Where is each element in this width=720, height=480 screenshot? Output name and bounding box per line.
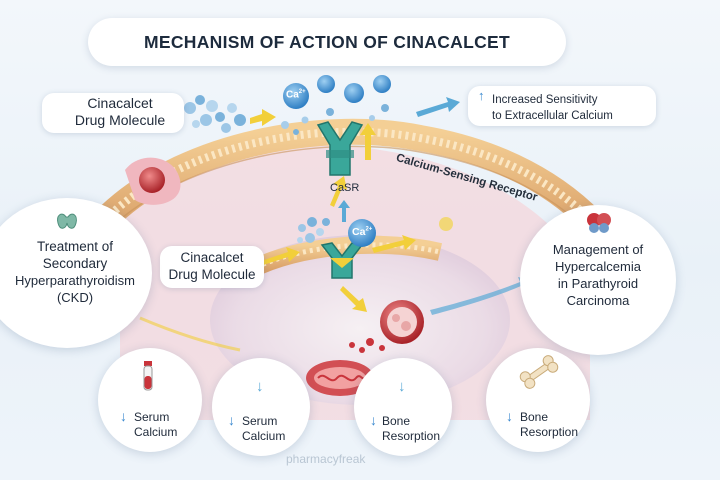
effect-3-label: Bone Resorption xyxy=(382,414,452,444)
effect-2-label: Serum Calcium xyxy=(242,414,302,444)
ca-ion-label-mid: Ca2+ xyxy=(352,226,372,238)
ca-symbol-mid: Ca xyxy=(352,226,366,238)
effect-2-line2: Calcium xyxy=(242,429,286,443)
down-arrow-icon: ↓ xyxy=(370,412,377,428)
management-line1: Management of xyxy=(552,242,644,257)
ca-symbol: Ca xyxy=(286,89,299,101)
activation-arrows xyxy=(250,109,416,312)
effect-2-line1: Serum xyxy=(242,414,278,428)
down-arrow-icon: ↓ xyxy=(256,378,264,395)
down-arrow-icon: ↓ xyxy=(120,408,127,424)
sensitivity-label: Increased Sensitivity to Extracellular C… xyxy=(492,92,658,124)
red-cell-left-icon xyxy=(125,157,181,205)
effect-4-line1: Bone xyxy=(520,410,549,424)
drug-molecule-top-label: Cinacalcet Drug Molecule xyxy=(52,95,188,129)
drug-molecule-top-line1: Cinacalcet xyxy=(87,95,153,111)
management-line3: in Parathyroid xyxy=(557,276,639,291)
effect-3-line2: Resorption xyxy=(382,429,441,443)
drug-molecule-mid-callout xyxy=(160,246,264,288)
casr-label: CaSR xyxy=(330,182,360,194)
management-line4: Carcinoma xyxy=(566,293,630,308)
bone-icon xyxy=(516,354,562,395)
down-arrow-icon: ↓ xyxy=(398,378,406,395)
watermark: pharmacyfreak xyxy=(286,452,366,466)
parathyroid-gland-icon xyxy=(584,210,614,236)
drug-molecule-mid-label: Cinacalcet Drug Molecule xyxy=(160,249,264,283)
effect-4-line2: Resorption xyxy=(520,425,579,439)
ca-charge: 2+ xyxy=(298,89,306,95)
sensitivity-line1: Increased Sensitivity xyxy=(492,94,598,106)
effect-4-label: Bone Resorption xyxy=(520,410,590,440)
parathyroid-vesicle-icon xyxy=(349,300,424,353)
treatment-arrow xyxy=(139,316,241,352)
ca-ion-label-top: Ca2+ xyxy=(286,89,306,100)
cell-membrane xyxy=(101,118,610,245)
treatment-line1: Treatment of xyxy=(36,239,114,254)
parathyroid-cell xyxy=(120,144,590,421)
effect-serum-calcium-2 xyxy=(212,358,310,456)
casr-receptor-icon xyxy=(316,121,364,176)
effect-1-line1: Serum xyxy=(134,410,170,424)
effect-bone-resorption-2 xyxy=(486,348,590,452)
management-label: Management of Hypercalcemia in Parathyro… xyxy=(524,241,672,309)
treatment-line2: Secondary xyxy=(42,256,108,271)
small-molecules-top xyxy=(281,104,389,135)
drug-molecule-mid-line1: Cinacalcet xyxy=(180,250,244,265)
blue-arrows xyxy=(338,97,530,315)
up-arrow-icon: ↑ xyxy=(478,88,485,103)
sensitivity-callout xyxy=(468,86,656,126)
drug-molecule-top-icon xyxy=(184,95,246,133)
ca-charge-mid: 2+ xyxy=(365,226,373,233)
page-title: MECHANISM OF ACTION OF CINACALCET xyxy=(88,18,566,66)
treatment-label: Treatment of Secondary Hyperparathyroidi… xyxy=(2,238,148,306)
blood-tube-icon xyxy=(140,360,156,399)
effect-3-line1: Bone xyxy=(382,414,411,428)
treatment-line3: Hyperparathyroidism xyxy=(15,273,135,288)
thyroid-icon xyxy=(54,209,80,233)
effect-bone-resorption-1 xyxy=(354,358,452,456)
effect-1-label: Serum Calcium xyxy=(134,410,194,440)
down-arrow-icon: ↓ xyxy=(228,412,235,428)
down-arrow-icon: ↓ xyxy=(506,408,513,424)
management-line2: Hypercalcemia xyxy=(555,259,641,274)
sensitivity-line2: to Extracellular Calcium xyxy=(492,110,613,122)
mid-receptor-icon xyxy=(320,242,364,279)
drug-molecule-mid-line2: Drug Molecule xyxy=(168,267,256,282)
calcium-ion-icon xyxy=(283,75,453,247)
drug-molecule-top-callout xyxy=(42,93,184,133)
treatment-line4: (CKD) xyxy=(56,290,94,305)
drug-molecule-mid-icon xyxy=(297,217,330,243)
drug-molecule-top-line2: Drug Molecule xyxy=(74,112,166,128)
effect-1-line2: Calcium xyxy=(134,425,178,439)
